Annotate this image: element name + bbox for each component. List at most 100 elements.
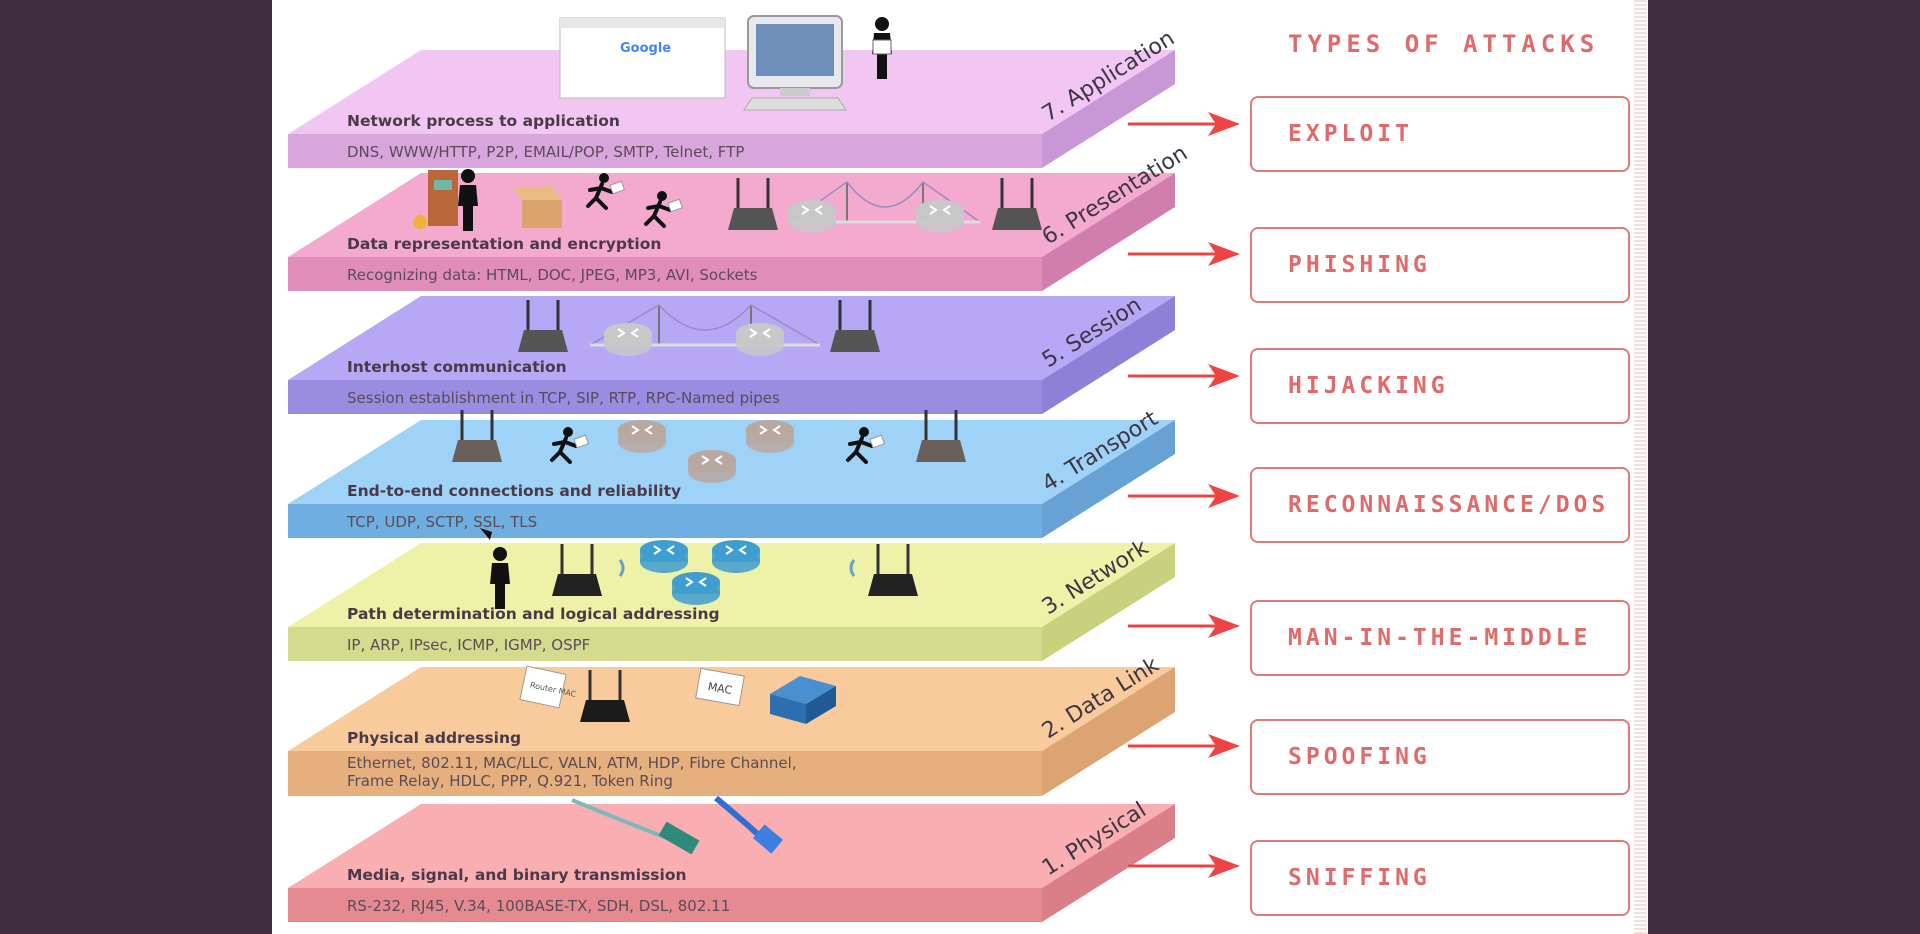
layer-title: Path determination and logical addressin… [347, 605, 720, 623]
network-router-icon [672, 572, 720, 605]
running-courier-icon [846, 427, 885, 464]
layer-protocols: Frame Relay, HDLC, PPP, Q.921, Token Rin… [347, 772, 673, 790]
attack-label: RECONNAISSANCE/DOS [1288, 492, 1610, 518]
attack-box-phishing: PHISHING [1250, 227, 1630, 303]
router-icon [452, 410, 502, 462]
layer-top-face [288, 804, 1175, 888]
arrow-icon [1128, 734, 1240, 758]
layer-protocols: Session establishment in TCP, SIP, RTP, … [347, 389, 780, 407]
layer-title: Network process to application [347, 112, 620, 130]
network-router-icon [618, 420, 666, 453]
layer-front-face [288, 627, 1042, 661]
layer-title: End-to-end connections and reliability [347, 482, 681, 500]
layer-side-face [1042, 420, 1175, 538]
layer-side-face [1042, 667, 1175, 796]
layer-title: Data representation and encryption [347, 235, 661, 253]
network-router-icon [788, 200, 836, 233]
network-router-icon [916, 200, 964, 233]
browser-window-icon: Google [559, 17, 726, 99]
layer-protocols: Recognizing data: HTML, DOC, JPEG, MP3, … [347, 266, 758, 284]
wifi-router-icon [552, 544, 602, 596]
layer-protocols: Ethernet, 802.11, MAC/LLC, VALN, ATM, HD… [347, 754, 797, 772]
arrow-icon [1128, 484, 1240, 508]
network-router-icon [640, 540, 688, 573]
network-router-icon [712, 540, 760, 573]
attack-box-man-in-the-middle: MAN-IN-THE-MIDDLE [1250, 600, 1630, 676]
network-router-icon [604, 323, 652, 356]
layer-front-face [288, 257, 1042, 291]
layer-protocols: TCP, UDP, SCTP, SSL, TLS [346, 513, 537, 531]
network-router-icon [746, 420, 794, 453]
attack-label: EXPLOIT [1288, 121, 1413, 147]
door-lock-person-icon [413, 170, 458, 229]
layer-front-face [288, 751, 1042, 796]
attack-label: PHISHING [1288, 252, 1431, 278]
fiber-optic-cable-icon [571, 798, 700, 855]
network-switch-icon [770, 676, 836, 724]
mac-tag-label: MAC [707, 680, 734, 697]
layer-side-face [1042, 543, 1175, 661]
attack-label: SNIFFING [1288, 865, 1431, 891]
layer-title: Interhost communication [347, 358, 567, 376]
layer-protocols: IP, ARP, IPsec, ICMP, IGMP, OSPF [347, 636, 590, 654]
mac-tag-icon: MAC [695, 667, 745, 707]
layer-top-face [288, 543, 1175, 627]
layer-protocols: RS-232, RJ45, V.34, 100BASE-TX, SDH, DSL… [347, 897, 730, 915]
attack-box-reconnaissance-dos: RECONNAISSANCE/DOS [1250, 467, 1630, 543]
attack-label: SPOOFING [1288, 744, 1431, 770]
arrow-icon [1128, 854, 1240, 878]
wifi-signal-icon [618, 559, 856, 577]
wifi-router-icon [580, 670, 630, 722]
layer-front-face [288, 380, 1042, 414]
layer-top-face [288, 667, 1175, 751]
router-mac-tag-icon: Router MAC [519, 665, 577, 709]
arrow-icon [1128, 364, 1240, 388]
arrow-icon [1128, 242, 1240, 266]
network-router-icon [688, 450, 736, 483]
router-icon [992, 178, 1042, 230]
attack-box-sniffing: SNIFFING [1250, 840, 1630, 916]
arrow-icon [1128, 614, 1240, 638]
router-icon [916, 410, 966, 462]
browser-logo-text: Google [620, 41, 671, 56]
scroll-strip [1634, 0, 1647, 934]
running-courier-icon [644, 191, 683, 228]
router-icon [728, 178, 778, 230]
layer-title: Physical addressing [347, 729, 521, 747]
attack-box-exploit: EXPLOIT [1250, 96, 1630, 172]
ethernet-cable-icon [714, 795, 783, 854]
layer-top-face [288, 296, 1175, 380]
attack-label: HIJACKING [1288, 373, 1449, 399]
attack-box-spoofing: SPOOFING [1250, 719, 1630, 795]
layer-side-face [1042, 173, 1175, 291]
router-icon [830, 300, 880, 352]
layer-protocols: DNS, WWW/HTTP, P2P, EMAIL/POP, SMTP, Tel… [347, 143, 744, 161]
layer-side-face [1042, 804, 1175, 922]
router-icon [518, 300, 568, 352]
layer-top-face [288, 50, 1175, 134]
layer-title: Media, signal, and binary transmission [347, 866, 687, 884]
open-box-icon [512, 186, 562, 228]
layer-front-face [288, 504, 1042, 538]
layer-front-face [288, 134, 1042, 168]
wifi-router-icon [868, 544, 918, 596]
osi-layer-3: Path determination and logical addressin… [288, 535, 1175, 661]
attack-box-hijacking: HIJACKING [1250, 348, 1630, 424]
layer-front-face [288, 888, 1042, 922]
layer-top-face [288, 173, 1175, 257]
running-courier-icon [550, 427, 589, 464]
network-router-icon [736, 323, 784, 356]
attack-label: MAN-IN-THE-MIDDLE [1288, 625, 1592, 651]
person-with-flag-icon [480, 528, 510, 609]
attacks-heading: TYPES OF ATTACKS [1288, 30, 1600, 58]
running-courier-icon [586, 173, 625, 210]
layer-side-face [1042, 50, 1175, 168]
desktop-computer-icon [743, 15, 847, 111]
osi-layer-1: Media, signal, and binary transmissionRS… [288, 798, 1175, 922]
person-icon [458, 169, 478, 231]
